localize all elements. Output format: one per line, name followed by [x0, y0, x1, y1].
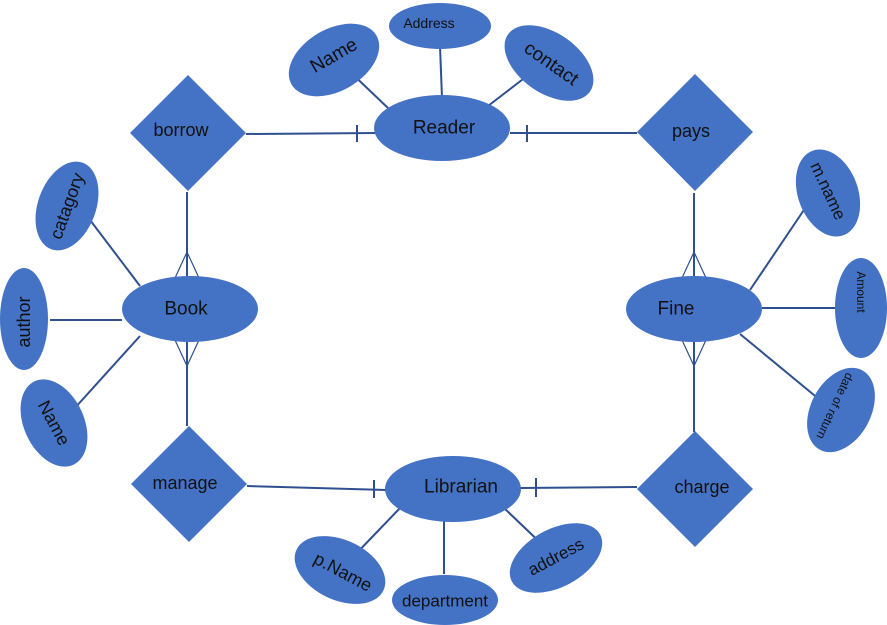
entity-label: Book — [164, 299, 208, 320]
attribute-book-catagory[interactable] — [24, 153, 110, 259]
attribute-librarian-address[interactable] — [498, 509, 614, 607]
relationship-label: borrow — [153, 120, 209, 140]
attr-link — [83, 211, 141, 287]
entity-label: Librarian — [424, 477, 498, 498]
attr-link — [739, 333, 821, 401]
attribute-librarian-department[interactable] — [392, 575, 498, 625]
entity-label: Fine — [658, 299, 695, 320]
relationship-charge[interactable] — [637, 431, 753, 547]
relationship-borrow[interactable] — [130, 75, 246, 191]
attribute-book-author[interactable] — [0, 268, 48, 370]
attribute-fine-mname[interactable] — [784, 140, 871, 245]
relationship-label: manage — [152, 473, 217, 493]
relationship-label: charge — [674, 477, 729, 497]
attribute-label: author — [14, 296, 34, 347]
relationship-label: pays — [672, 121, 710, 141]
crows-foot — [174, 251, 707, 367]
entity-label: Reader — [413, 118, 476, 139]
link-borrow-reader — [245, 132, 377, 135]
attribute-reader-address[interactable] — [389, 3, 491, 49]
relationship-manage[interactable] — [131, 426, 247, 542]
attribute-book-name[interactable] — [7, 369, 100, 478]
attribute-label: Amount — [854, 271, 868, 313]
link-librarian-charge — [519, 486, 638, 489]
relationship-pays[interactable] — [637, 74, 753, 191]
attribute-reader-name[interactable] — [276, 9, 392, 112]
attr-link — [439, 45, 443, 99]
attribute-librarian-pname[interactable] — [284, 523, 396, 618]
attr-link — [749, 197, 813, 291]
link-manage-librarian — [246, 485, 387, 491]
attribute-reader-contact[interactable] — [491, 10, 607, 117]
entity-book[interactable] — [122, 276, 258, 342]
attribute-label: Address — [403, 15, 454, 31]
entity-librarian[interactable] — [385, 456, 521, 522]
entity-reader[interactable] — [374, 95, 510, 161]
attribute-fine-date-of-return[interactable] — [793, 356, 887, 464]
attribute-label: department — [402, 592, 488, 611]
entity-fine[interactable] — [626, 276, 762, 342]
attribute-fine-amount[interactable] — [835, 258, 887, 358]
